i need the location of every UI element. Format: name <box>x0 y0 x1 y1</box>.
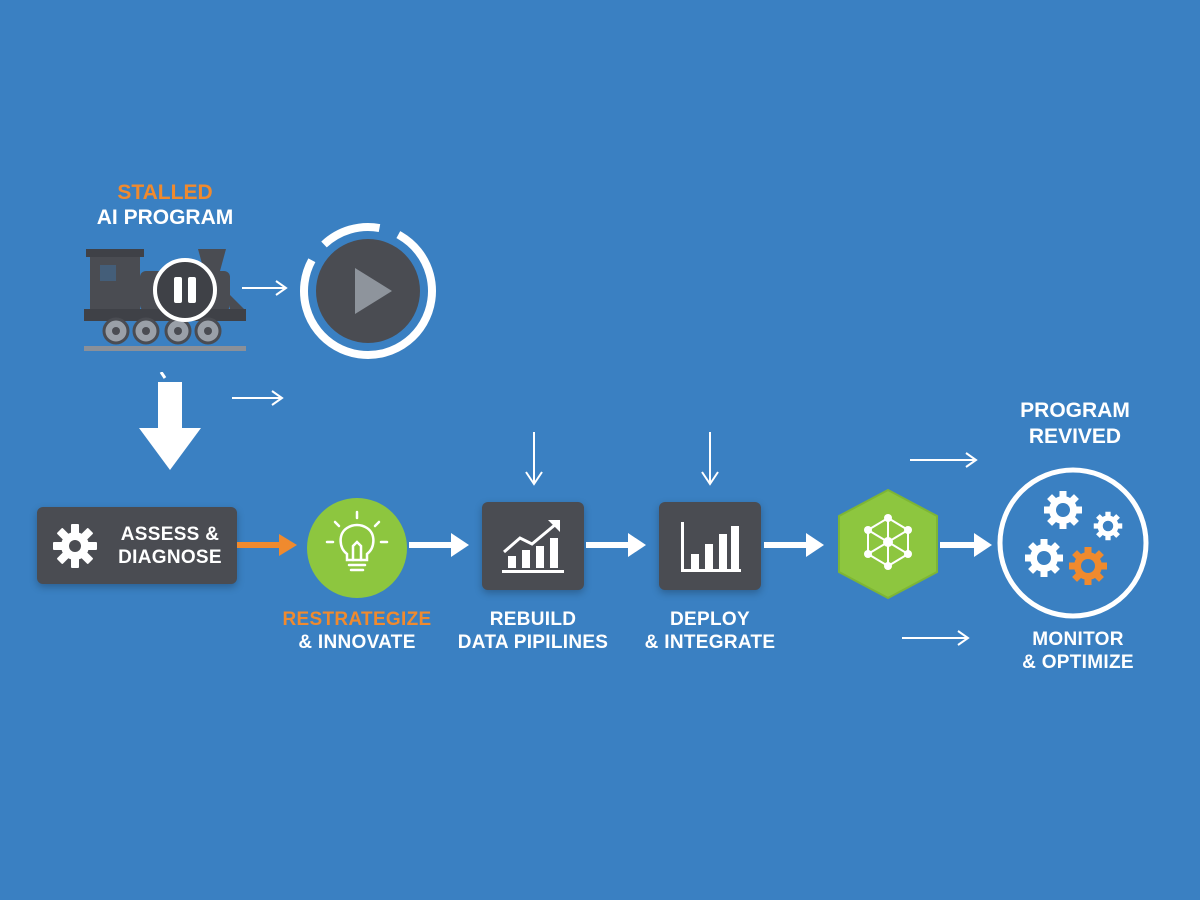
deploy-integrate-label-line2: & INTEGRATE <box>644 632 776 653</box>
restrategize-label-line1: RESTRATEGIZE <box>282 609 432 630</box>
arrow-icon <box>902 630 970 646</box>
down-arrow-icon <box>701 432 719 486</box>
program-revived-title: PROGRAM REVIVED <box>985 398 1165 450</box>
arrow-icon <box>764 533 824 557</box>
program-revived-line1: PROGRAM <box>1020 399 1130 422</box>
rebuild-data-label-line1: REBUILD <box>489 609 577 630</box>
monitor-optimize-label-line1: MONITOR <box>1032 629 1124 650</box>
rebuild-data-box <box>482 502 584 590</box>
play-icon <box>300 223 436 359</box>
network-icon <box>838 488 938 600</box>
deploy-integrate-box <box>659 502 761 590</box>
arrow-icon <box>910 452 978 468</box>
deploy-integrate-label: DEPLOY & INTEGRATE <box>620 608 800 654</box>
arrow-icon <box>940 533 992 557</box>
orange-arrow-icon <box>237 534 297 556</box>
gear-icon <box>53 524 97 568</box>
restrategize-label-line2: & INNOVATE <box>298 632 416 653</box>
growth-chart-icon <box>502 520 564 573</box>
stalled-title-line2: AI PROGRAM <box>96 206 234 229</box>
arrow-icon <box>586 533 646 557</box>
down-arrow-icon <box>139 372 201 470</box>
arrow-icon <box>232 390 284 406</box>
gears-icon <box>997 467 1149 619</box>
assess-diagnose-label: ASSESS & DIAGNOSE <box>107 523 233 569</box>
assess-diagnose-label-line2: DIAGNOSE <box>118 547 222 568</box>
arrow-icon <box>242 280 288 296</box>
train-icon <box>84 249 246 351</box>
rebuild-data-label: REBUILD DATA PIPILINES <box>440 608 626 654</box>
stalled-title: STALLED AI PROGRAM <box>80 180 250 230</box>
down-arrow-icon <box>525 432 543 486</box>
assess-diagnose-box: ASSESS & DIAGNOSE <box>37 507 237 584</box>
assess-diagnose-label-line1: ASSESS & <box>120 524 220 545</box>
lightbulb-icon <box>307 498 407 598</box>
stalled-title-line1: STALLED <box>117 181 213 204</box>
deploy-integrate-label-line1: DEPLOY <box>670 609 750 630</box>
rebuild-data-label-line2: DATA PIPILINES <box>457 632 609 653</box>
arrow-icon <box>409 533 469 557</box>
monitor-optimize-label-line2: & OPTIMIZE <box>1022 652 1134 673</box>
monitor-optimize-label: MONITOR & OPTIMIZE <box>990 628 1166 674</box>
bar-chart-icon <box>681 522 741 572</box>
program-revived-line2: REVIVED <box>1028 425 1122 448</box>
restrategize-label: RESTRATEGIZE & INNOVATE <box>268 608 446 654</box>
